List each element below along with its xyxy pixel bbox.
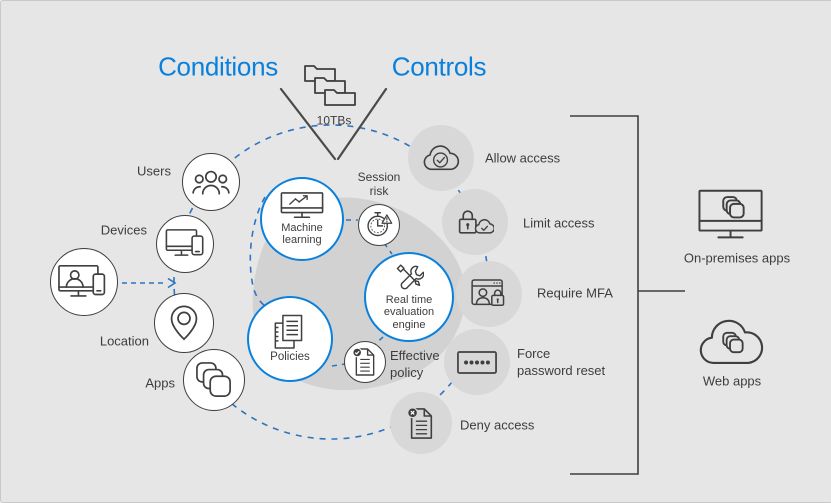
web-apps-icon — [699, 319, 764, 364]
effective-policy-node — [344, 341, 386, 383]
force-password-reset-label: Force password reset — [517, 346, 606, 378]
connector-policies-effective — [331, 363, 346, 367]
location-label: Location — [99, 333, 149, 349]
users-label: Users — [137, 163, 171, 179]
apps-stack-icon — [196, 362, 231, 397]
data-folders-icon — [304, 65, 356, 106]
limit-access-label: Limit access — [523, 215, 595, 231]
require-mfa-node — [456, 261, 522, 327]
force-password-reset-node — [444, 329, 510, 395]
deny-access-label: Deny access — [460, 417, 535, 433]
require-mfa-label: Require MFA — [537, 285, 613, 301]
deny-doc-icon — [407, 406, 433, 439]
effective-policy-label: Effective policy — [390, 348, 440, 380]
cloud-check-icon — [423, 145, 460, 171]
session-risk-label: Session risk — [357, 170, 401, 198]
apps-bracket — [570, 115, 685, 475]
effective-policy-doc-icon — [352, 347, 375, 376]
policies-node: Policies — [247, 296, 333, 382]
web-apps-label: Web apps — [702, 373, 762, 389]
remote-user-icon — [58, 264, 106, 297]
rtee-node: Real time evaluation engine — [364, 252, 454, 342]
policies-docs-icon — [274, 315, 303, 350]
allow-access-label: Allow access — [485, 150, 561, 166]
machine-learning-icon — [280, 191, 324, 218]
funnel-data-label: 10TBs — [316, 113, 352, 128]
location-pin-icon — [170, 305, 198, 341]
funnel-lines — [279, 87, 388, 161]
deny-access-node — [390, 392, 452, 454]
location-node — [154, 293, 214, 353]
allow-access-node — [408, 125, 474, 191]
machine-learning-label: Machine learning — [281, 221, 323, 247]
remote-user-node — [50, 248, 118, 316]
apps-label: Apps — [145, 375, 175, 391]
machine-learning-node: Machine learning — [260, 177, 344, 261]
on-premises-apps-label: On-premises apps — [683, 250, 791, 266]
mfa-window-lock-icon — [471, 279, 505, 306]
controls-title: Controls — [391, 51, 487, 82]
session-risk-timer-icon — [367, 212, 393, 237]
devices-icon — [165, 228, 204, 256]
limit-access-node — [442, 189, 508, 255]
devices-label: Devices — [100, 222, 147, 238]
conditions-title: Conditions — [158, 51, 278, 82]
policies-label: Policies — [270, 351, 310, 364]
tools-icon — [396, 264, 424, 290]
devices-node — [156, 215, 214, 273]
apps-node — [183, 349, 245, 411]
condition-flow-arrow — [122, 277, 177, 289]
lock-cloud-icon — [458, 210, 494, 234]
password-dots-icon — [457, 350, 497, 374]
users-node — [182, 153, 240, 211]
session-risk-node — [358, 204, 400, 246]
users-icon — [192, 170, 230, 195]
rtee-label: Real time evaluation engine — [383, 293, 435, 331]
on-premises-apps-icon — [698, 189, 763, 239]
